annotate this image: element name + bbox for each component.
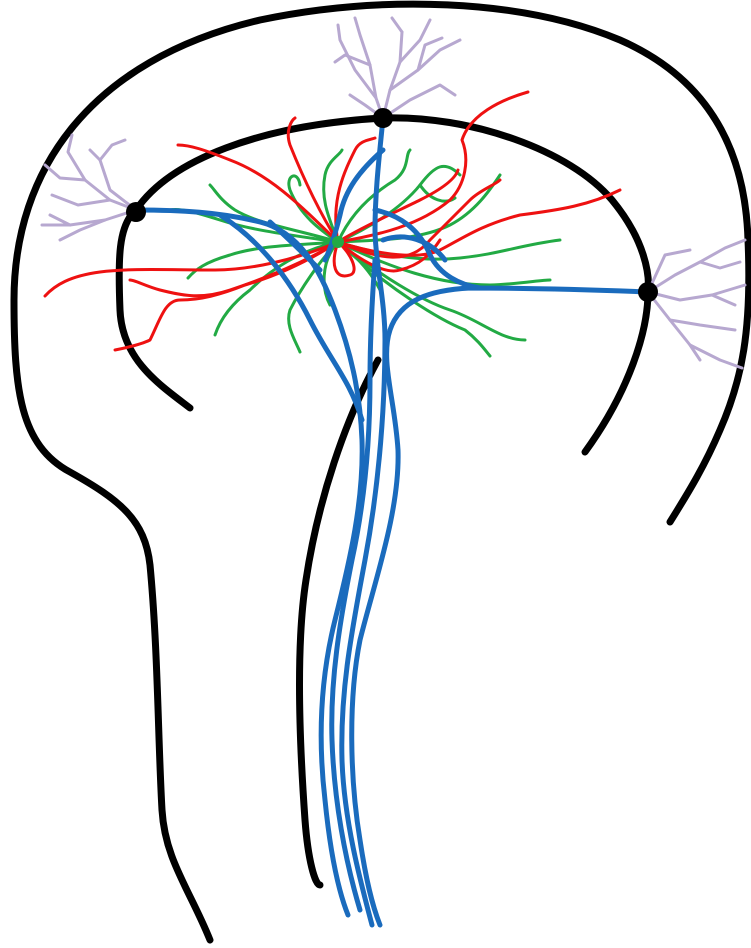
- dendrites-right: [648, 240, 745, 368]
- soma-left: [126, 202, 146, 222]
- soma-right: [638, 282, 658, 302]
- central-node: [332, 236, 344, 248]
- blue-axons: [136, 118, 648, 925]
- soma-top: [373, 108, 393, 128]
- dendrites-top: [335, 18, 460, 118]
